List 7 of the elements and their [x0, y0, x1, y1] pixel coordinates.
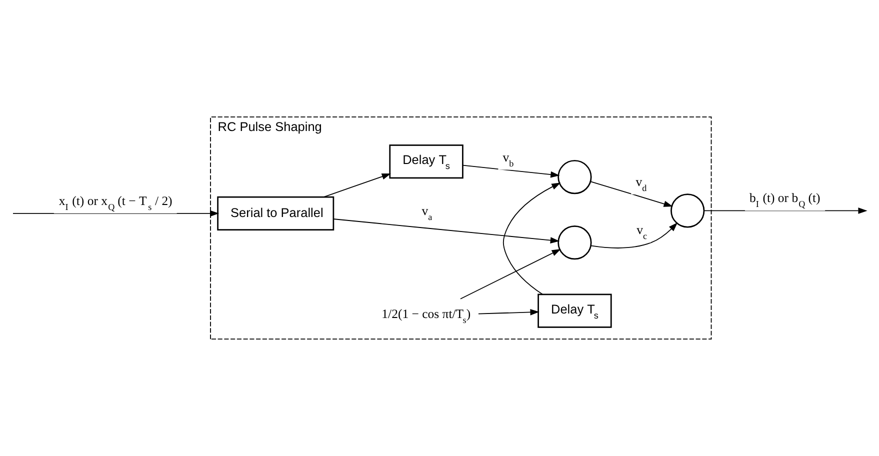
edge-label: v$_{d}$ [636, 174, 647, 193]
edge-label: b$_{I}$ (t) or b$_{Q}$ (t) [750, 191, 820, 210]
edge-label: v$_{c}$ [636, 223, 648, 242]
edge-label: x$_{I}$ (t) or x$_{Q}$ (t − T$_{s}$ / 2) [58, 194, 172, 212]
edge-label: v$_{b}$ [502, 150, 514, 168]
node-text: 1/2(1 − cos πt/T$_{s}$) [382, 306, 471, 325]
edge-label: v$_{a}$ [422, 204, 432, 222]
